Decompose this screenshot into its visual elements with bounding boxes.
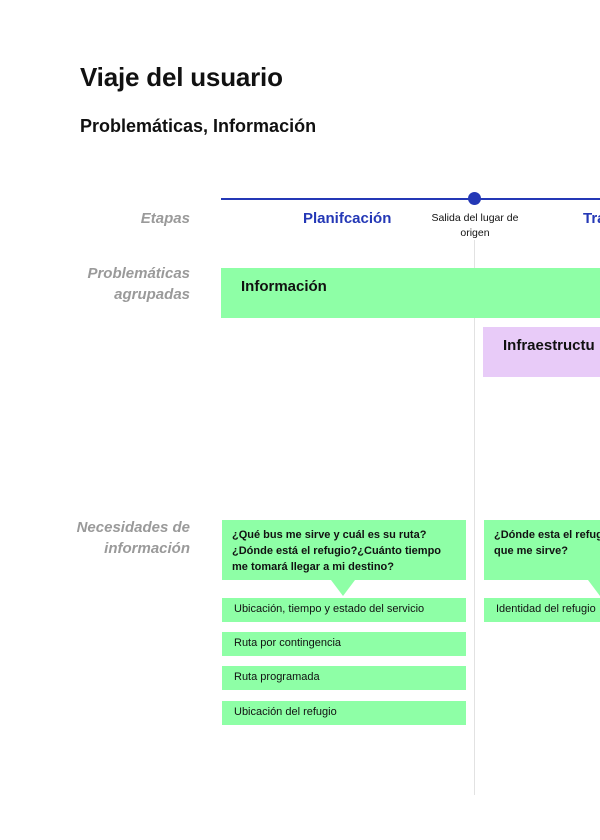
- timeline-milestone-dot: [468, 192, 481, 205]
- info-need-question-transit: ¿Dónde esta el refugio que me sirve?: [484, 520, 600, 580]
- info-need-item: Identidad del refugio: [484, 598, 600, 622]
- question-line: que me sirve?: [494, 545, 568, 557]
- timeline-line: [221, 198, 600, 200]
- stage-divider: [474, 240, 475, 795]
- stage-transit-label: Tra: [583, 210, 600, 227]
- row-label-stages: Etapas: [140, 210, 190, 227]
- info-need-question-planning: ¿Qué bus me sirve y cuál es su ruta?¿Dón…: [222, 520, 466, 580]
- page-title: Viaje del usuario: [80, 62, 283, 92]
- problem-group-information: Información: [221, 268, 600, 318]
- info-need-item: Ruta programada: [222, 666, 466, 690]
- stage-planning-label: Planifcación: [303, 210, 392, 227]
- question-pointer-arrow: [331, 580, 355, 596]
- info-need-item: Ruta por contingencia: [222, 632, 466, 656]
- info-need-item: Ubicación del refugio: [222, 701, 466, 725]
- page-subtitle: Problemáticas, Información: [80, 116, 317, 136]
- info-need-item: Ubicación, tiempo y estado del servicio: [222, 598, 466, 622]
- row-label-info-needs: Necesidades de información: [76, 519, 190, 557]
- row-label-grouped-problems: Problemáticas agrupadas: [87, 265, 190, 303]
- question-pointer-arrow: [588, 580, 600, 596]
- milestone-label: Salida del lugar de origen: [431, 212, 519, 239]
- problem-group-infrastructure: Infraestructu: [483, 327, 600, 377]
- question-line: ¿Dónde esta el refugio: [494, 529, 600, 541]
